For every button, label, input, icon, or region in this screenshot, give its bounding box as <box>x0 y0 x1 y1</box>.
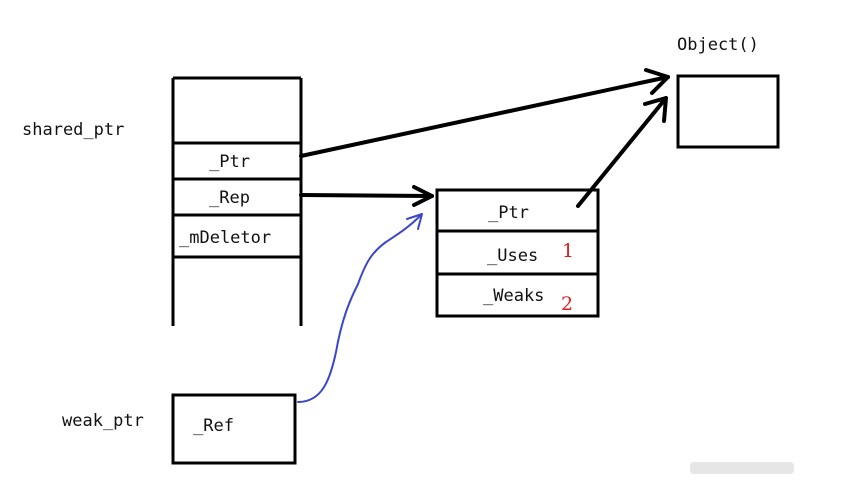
shared-ptr-field-deletor <box>171 213 303 259</box>
weak-ptr-node: weak_ptr _Ref <box>62 393 297 465</box>
weak-ptr-ref-label: _Ref <box>193 416 234 436</box>
rep-to-control-block-arrow <box>299 193 434 198</box>
object-label: Object() <box>677 35 759 55</box>
ptr-to-object-arrow <box>299 75 670 158</box>
shared-ptr-label: shared_ptr <box>22 120 124 140</box>
control-block-weaks-label: _Weaks <box>483 286 544 306</box>
control-block: _Ptr _Uses _Weaks 1 2 <box>435 188 600 318</box>
shared-ptr-deletor-label: _mDeletor <box>179 228 271 248</box>
weak-ptr-box <box>171 393 297 465</box>
weak-ptr-label: weak_ptr <box>62 411 144 431</box>
shared-ptr-ptr-label: _Ptr <box>209 152 250 172</box>
uses-count: 1 <box>562 240 574 262</box>
object-node: Object() <box>676 35 780 149</box>
weaks-count: 2 <box>561 293 573 315</box>
watermark-mark <box>690 462 794 474</box>
arrowhead-icon <box>406 213 423 230</box>
shared-ptr-stack: shared_ptr _Ptr _Rep _mDeletor <box>22 76 303 326</box>
arrowhead-icon <box>644 68 670 95</box>
control-ptr-to-object-arrow <box>576 96 668 208</box>
watermark <box>690 462 794 474</box>
object-box <box>676 74 780 149</box>
arrows <box>297 68 670 403</box>
arrowhead-icon <box>643 96 668 123</box>
control-block-frame <box>435 188 600 318</box>
control-block-uses-label: _Uses <box>487 246 538 266</box>
control-block-ptr-label: _Ptr <box>488 203 529 223</box>
arrowhead-icon <box>412 185 434 207</box>
ref-to-control-block-arrow <box>297 215 421 403</box>
shared-ptr-rep-label: _Rep <box>209 188 250 208</box>
